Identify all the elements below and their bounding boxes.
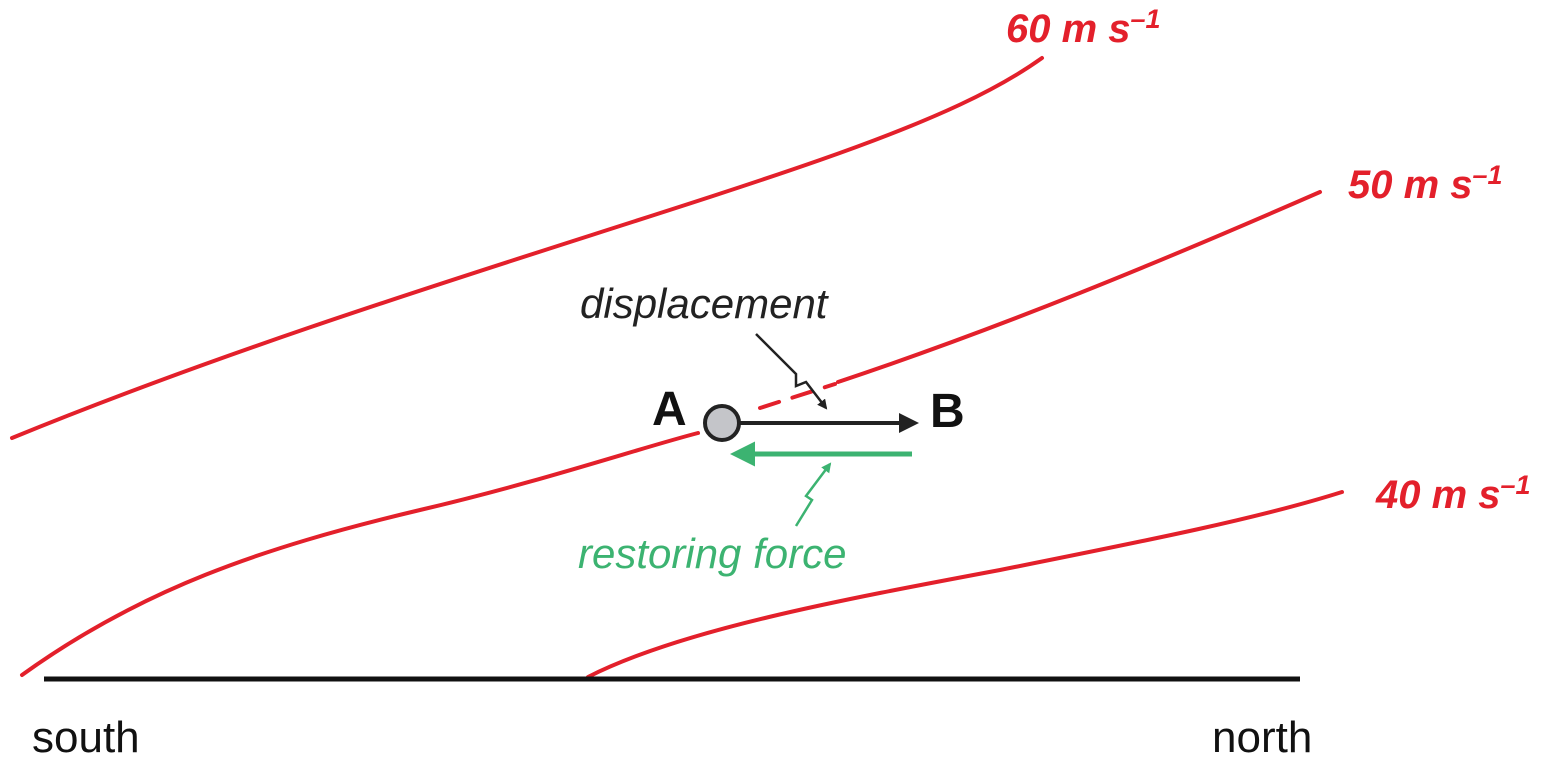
south-label: south xyxy=(32,713,140,760)
displacement-leader-line xyxy=(755,333,828,410)
isotach-50-label: 50 m s–1 xyxy=(1348,160,1503,207)
restoring-force-label: restoring force xyxy=(578,530,846,577)
restoring-force-leader-line xyxy=(794,462,832,527)
isotach-40-label: 40 m s–1 xyxy=(1375,470,1531,517)
isotach-60-label: 60 m s–1 xyxy=(1006,4,1161,51)
displacement-label: displacement xyxy=(580,280,830,327)
isotach-60-line xyxy=(10,56,1044,440)
isotach-50-line-lower xyxy=(20,431,700,677)
north-label: north xyxy=(1212,713,1312,760)
isotach-40-line xyxy=(586,490,1344,679)
point-b-label: B xyxy=(930,385,965,438)
air-parcel-circle xyxy=(703,404,741,442)
isotach-50-line-upper xyxy=(836,190,1322,384)
isotach-50-line-dashed xyxy=(758,382,837,410)
point-a-label: A xyxy=(652,383,687,436)
